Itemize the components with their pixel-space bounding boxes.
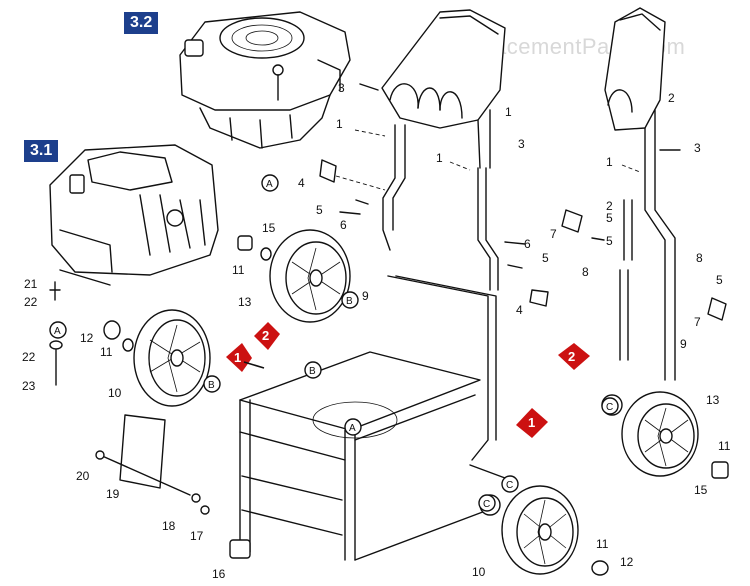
arrow-marker-1a: 1 [226, 343, 265, 372]
main-frame [229, 124, 499, 561]
arrow-marker-1b: 1 [516, 408, 548, 438]
svg-text:2: 2 [262, 328, 269, 343]
callout-22: 22 [24, 295, 38, 309]
callout-6: 6 [340, 218, 347, 232]
callout-11: 11 [718, 439, 731, 453]
section-box-3-2: 3.2 [124, 12, 159, 34]
callout-16: 16 [212, 567, 226, 581]
circle-ref-a: A A A [49, 174, 362, 436]
svg-text:C: C [483, 499, 490, 510]
callout-10: 10 [108, 386, 122, 400]
wheel-left [103, 309, 211, 407]
svg-text:B: B [309, 366, 316, 377]
svg-text:A: A [349, 423, 356, 434]
wheel-right-lower [479, 485, 609, 576]
callout-5: 5 [716, 273, 723, 287]
callout-labels: 1 1 1 1 2 2 3 3 3 4 4 5 5 5 5 5 6 6 7 7 … [22, 81, 731, 581]
callout-4: 4 [298, 176, 305, 190]
callout-20: 20 [76, 469, 90, 483]
callout-2: 2 [606, 199, 613, 213]
svg-text:1: 1 [234, 350, 241, 365]
callout-11: 11 [596, 537, 609, 551]
wheel-upper [237, 229, 351, 323]
svg-text:1: 1 [528, 415, 535, 430]
callout-13: 13 [706, 393, 720, 407]
callout-17: 17 [190, 529, 204, 543]
callout-23: 23 [22, 379, 36, 393]
engine-3-1 [49, 144, 219, 286]
callout-19: 19 [106, 487, 120, 501]
callout-12: 12 [80, 331, 94, 345]
callout-7: 7 [550, 227, 557, 241]
callout-8: 8 [696, 251, 703, 265]
svg-text:2: 2 [568, 349, 575, 364]
svg-text:A: A [266, 179, 273, 190]
callout-11: 11 [100, 345, 113, 359]
callout-1: 1 [336, 117, 343, 131]
callout-3: 3 [694, 141, 701, 155]
callout-21: 21 [24, 277, 38, 291]
svg-text:C: C [606, 402, 613, 413]
callout-5: 5 [606, 234, 613, 248]
svg-text:C: C [506, 480, 513, 491]
callout-1: 1 [436, 151, 443, 165]
callout-9: 9 [362, 289, 369, 303]
handle-right [604, 7, 676, 381]
callout-10: 10 [472, 565, 486, 579]
callout-1: 1 [505, 105, 512, 119]
arrow-marker-2a: 2 [254, 322, 280, 350]
handle-left [381, 9, 506, 169]
svg-text:B: B [346, 296, 353, 307]
arrow-marker-2b: 2 [558, 343, 590, 370]
callout-8: 8 [582, 265, 589, 279]
callout-18: 18 [162, 519, 176, 533]
callout-13: 13 [238, 295, 252, 309]
callout-22: 22 [22, 350, 36, 364]
callout-3: 3 [518, 137, 525, 151]
callout-5: 5 [606, 211, 613, 225]
callout-2: 2 [668, 91, 675, 105]
misc-hardware [49, 83, 727, 515]
circle-ref-c: C C C [478, 397, 619, 512]
circle-ref-b: B B B [203, 291, 359, 393]
callout-15: 15 [694, 483, 708, 497]
callout-7: 7 [694, 315, 701, 329]
callout-1: 1 [606, 155, 613, 169]
callout-5: 5 [542, 251, 549, 265]
callout-9: 9 [680, 337, 687, 351]
callout-12: 12 [620, 555, 634, 569]
callout-11: 11 [232, 263, 245, 277]
callout-5: 5 [316, 203, 323, 217]
callout-15: 15 [262, 221, 276, 235]
callout-6: 6 [524, 237, 531, 251]
engine-3-2 [179, 11, 351, 149]
callout-3: 3 [338, 81, 345, 95]
svg-text:B: B [208, 380, 215, 391]
section-box-3-1: 3.1 [24, 140, 59, 162]
svg-text:A: A [54, 326, 61, 337]
callout-4: 4 [516, 303, 523, 317]
